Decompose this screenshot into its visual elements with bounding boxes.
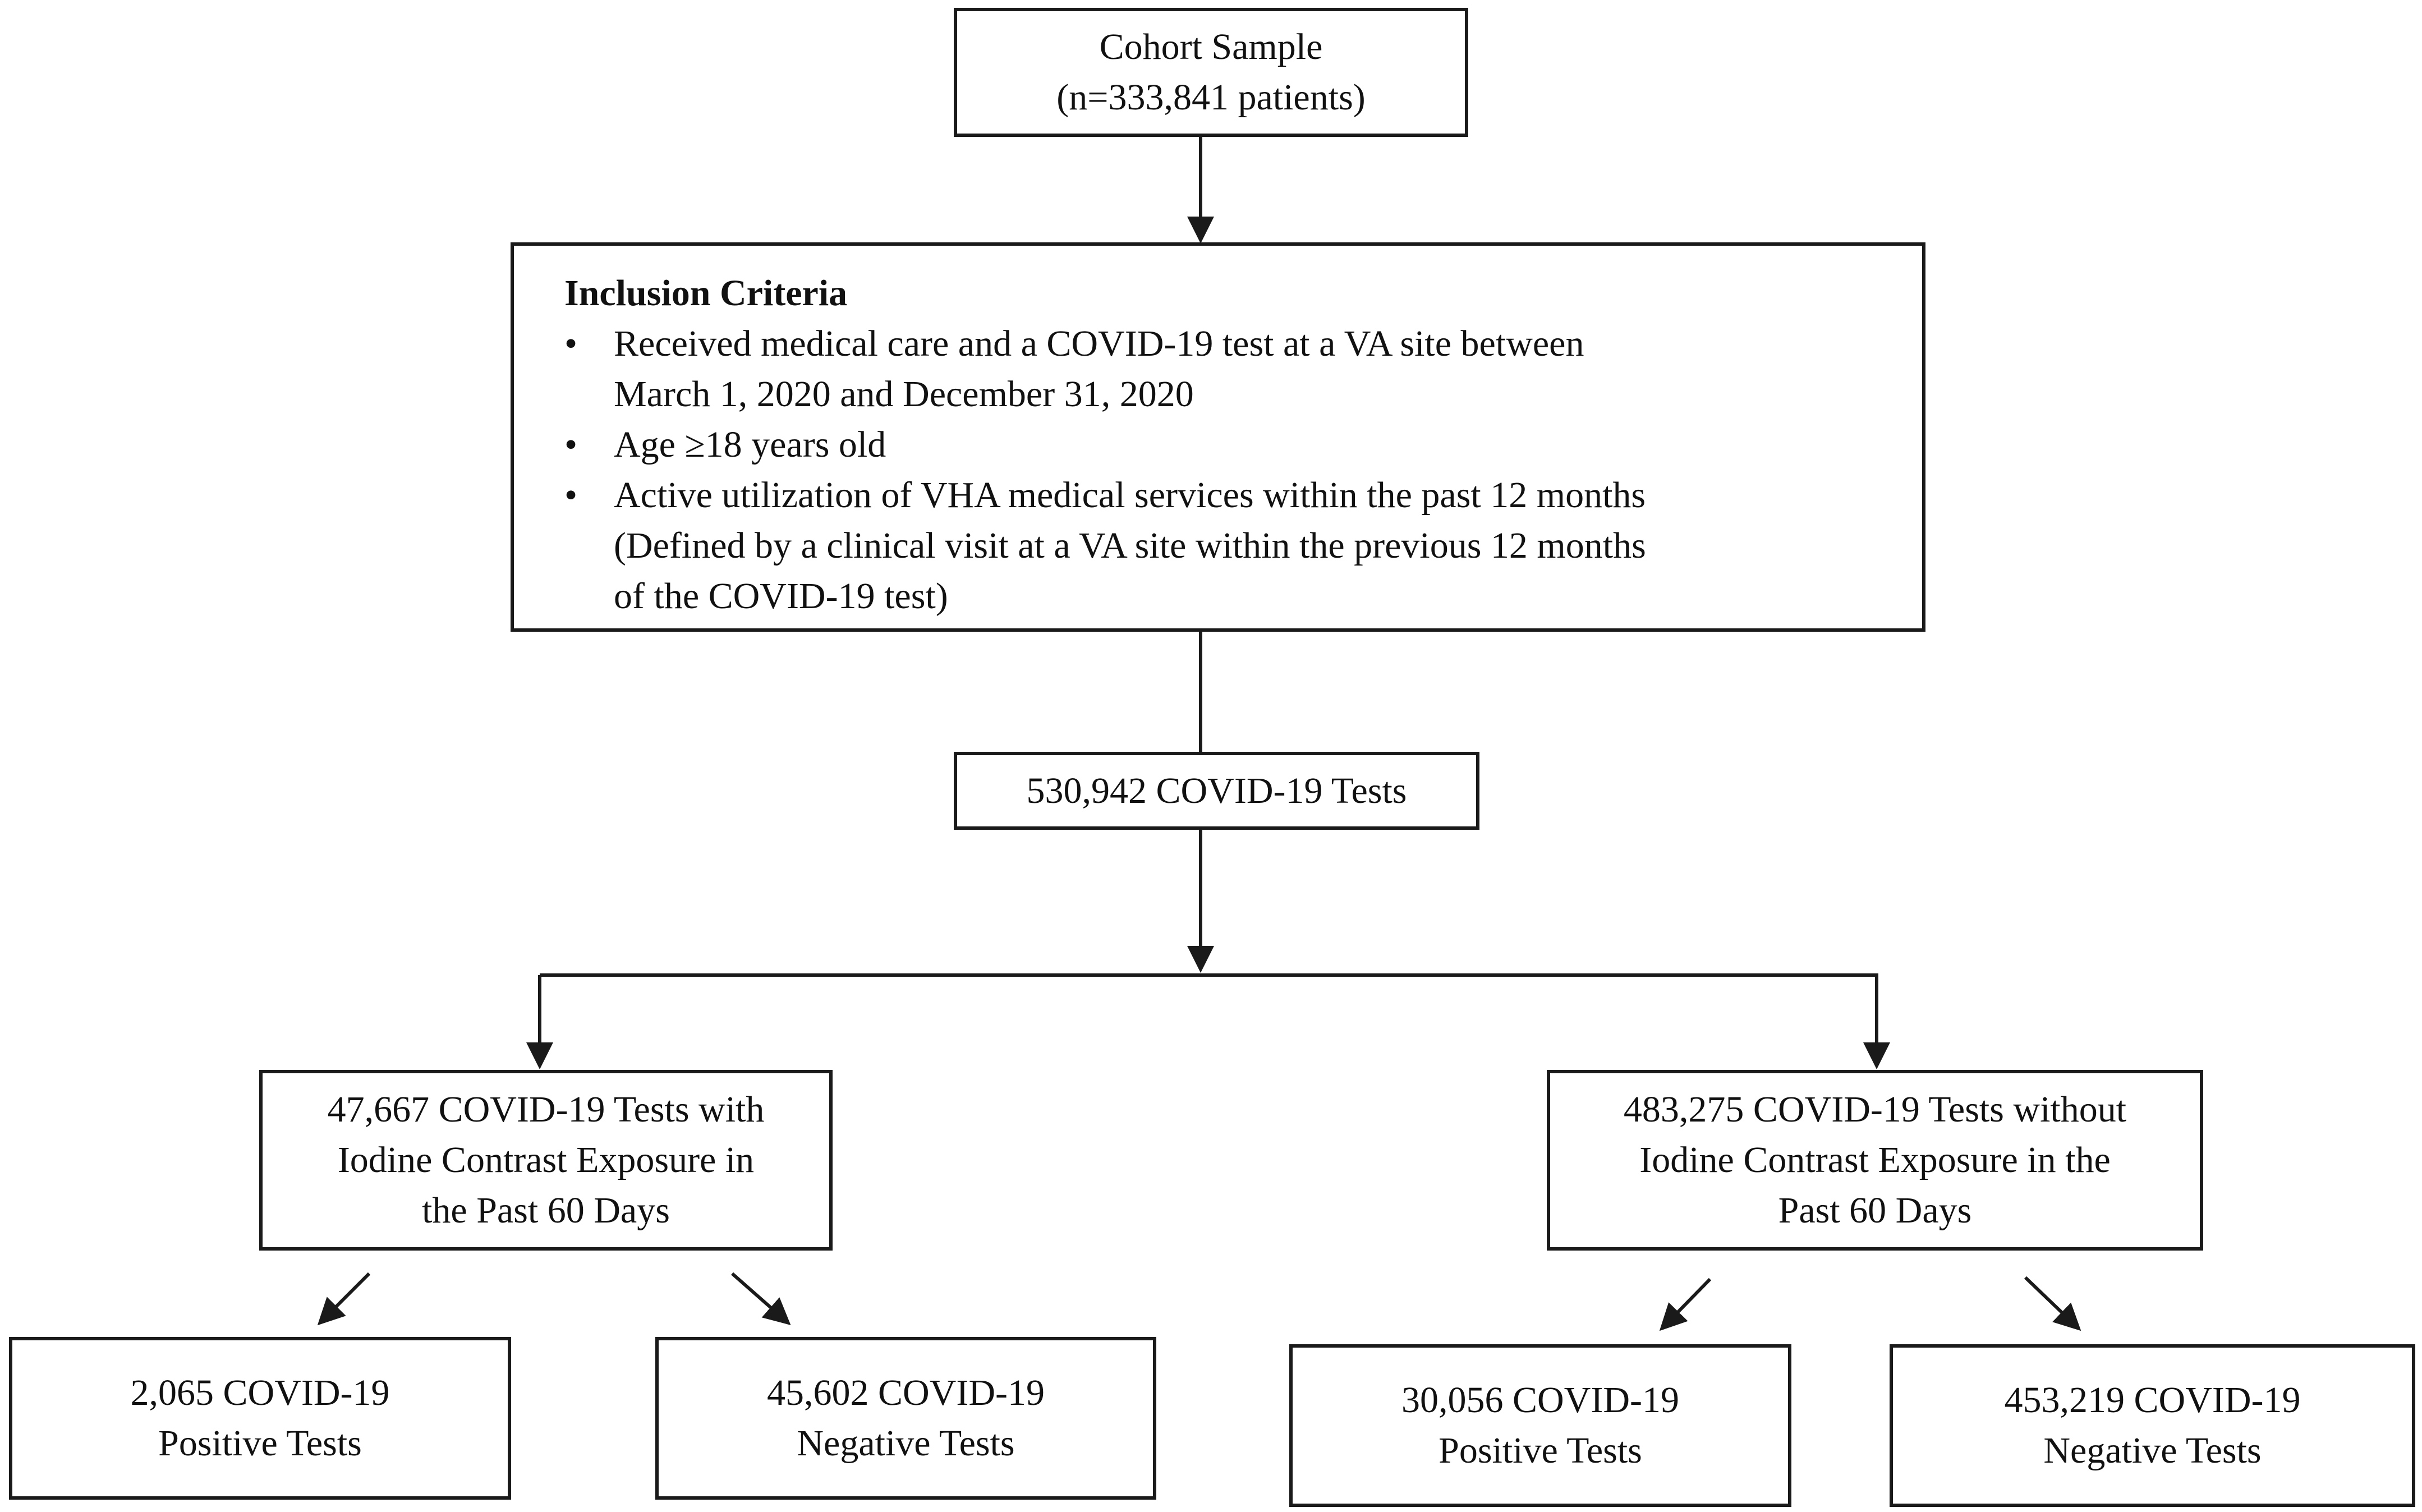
without-contrast-line: Iodine Contrast Exposure in the xyxy=(1639,1139,2111,1180)
negative-count-line: 453,219 COVID-19 xyxy=(2004,1380,2301,1421)
cohort-sample-box: Cohort Sample (n=333,841 patients) xyxy=(954,8,1468,137)
total-tests-label: 530,942 COVID-19 Tests xyxy=(1026,770,1407,811)
without-contrast-line: 483,275 COVID-19 Tests without xyxy=(1623,1089,2127,1130)
without-contrast-negative-box: 453,219 COVID-19 Negative Tests xyxy=(1890,1344,2415,1507)
criterion-text: of the COVID-19 test) xyxy=(614,576,948,617)
cohort-sample-title: Cohort Sample xyxy=(1099,26,1323,67)
criterion-text: Active utilization of VHA medical servic… xyxy=(614,475,1646,516)
without-contrast-box: 483,275 COVID-19 Tests without Iodine Co… xyxy=(1547,1070,2203,1251)
criterion-text: March 1, 2020 and December 31, 2020 xyxy=(614,374,1194,415)
criterion-text: Received medical care and a COVID-19 tes… xyxy=(614,323,1584,364)
negative-label-line: Negative Tests xyxy=(2043,1430,2262,1471)
criterion-item: • Age ≥18 years old xyxy=(564,420,886,470)
bullet-icon: • xyxy=(564,424,578,465)
criterion-text: Age ≥18 years old xyxy=(614,424,886,465)
positive-label-line: Positive Tests xyxy=(158,1423,362,1464)
bullet-icon: • xyxy=(564,323,578,364)
positive-count-line: 30,056 COVID-19 xyxy=(1401,1380,1679,1421)
arrow-without-to-positive xyxy=(1659,1277,1712,1331)
arrow-with-to-negative xyxy=(731,1272,791,1325)
without-contrast-positive-box: 30,056 COVID-19 Positive Tests xyxy=(1289,1344,1791,1507)
criterion-item: • Received medical care and a COVID-19 t… xyxy=(564,319,1584,420)
bullet-icon: • xyxy=(564,475,578,516)
criterion-item: • Active utilization of VHA medical serv… xyxy=(564,470,1646,622)
without-contrast-line: Past 60 Days xyxy=(1778,1190,1972,1231)
negative-count-line: 45,602 COVID-19 xyxy=(767,1372,1045,1413)
inclusion-criteria-title: Inclusion Criteria xyxy=(564,273,848,314)
positive-count-line: 2,065 COVID-19 xyxy=(130,1372,390,1413)
negative-label-line: Negative Tests xyxy=(797,1423,1015,1464)
cohort-sample-count: (n=333,841 patients) xyxy=(1056,77,1366,118)
positive-label-line: Positive Tests xyxy=(1439,1430,1642,1471)
with-contrast-box: 47,667 COVID-19 Tests with Iodine Contra… xyxy=(259,1070,833,1251)
criterion-text: (Defined by a clinical visit at a VA sit… xyxy=(614,525,1646,566)
arrow-without-to-negative xyxy=(2024,1276,2081,1331)
inclusion-criteria-box: Inclusion Criteria • Received medical ca… xyxy=(511,242,1925,632)
with-contrast-positive-box: 2,065 COVID-19 Positive Tests xyxy=(9,1337,511,1500)
with-contrast-line: Iodine Contrast Exposure in xyxy=(337,1139,755,1180)
with-contrast-negative-box: 45,602 COVID-19 Negative Tests xyxy=(655,1337,1156,1500)
arrow-with-to-positive xyxy=(317,1272,371,1326)
with-contrast-line: 47,667 COVID-19 Tests with xyxy=(327,1089,765,1130)
with-contrast-line: the Past 60 Days xyxy=(422,1190,670,1231)
total-tests-box: 530,942 COVID-19 Tests xyxy=(954,752,1479,830)
